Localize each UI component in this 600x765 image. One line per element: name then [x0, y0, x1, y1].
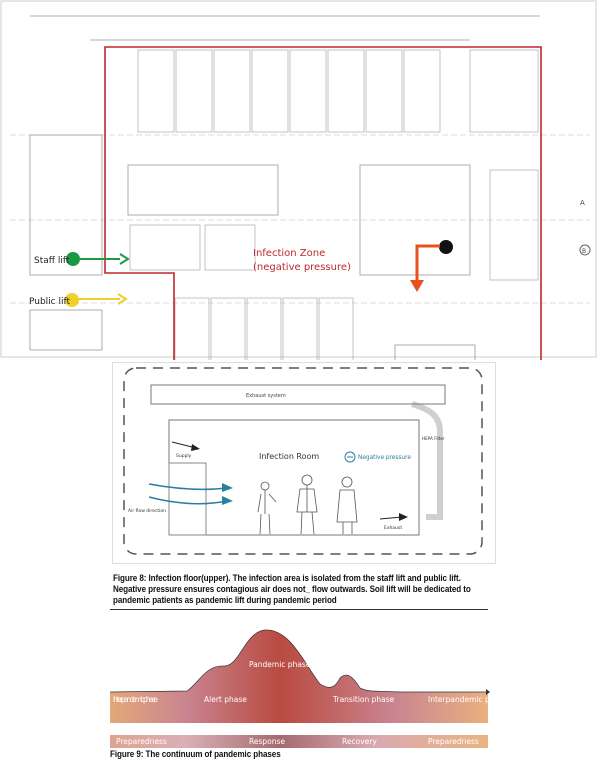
- room-outline: [251, 49, 289, 133]
- grid-marker-b: B: [582, 248, 586, 255]
- public-lift-label: Public lift: [29, 297, 71, 307]
- room-outline: [489, 169, 539, 281]
- soil-arrow-icon: [410, 280, 424, 292]
- negative-pressure-label: Negative pressure: [358, 455, 411, 461]
- stage-recovery: Recovery: [342, 737, 377, 746]
- room-outline: [469, 49, 539, 133]
- room-outline: [175, 49, 213, 133]
- staff-lift-marker: [66, 252, 80, 266]
- room-title: Infection Room: [259, 452, 319, 461]
- stage-band: [110, 735, 488, 748]
- hepa-filter-label: HEPA Filter: [422, 436, 445, 441]
- room-outline: [213, 49, 251, 133]
- exhaust-system-label: Exhaust system: [246, 393, 286, 399]
- room-outline: [129, 224, 201, 271]
- phase-curve: [110, 629, 488, 723]
- zone-label: Infection Zone: [253, 248, 325, 259]
- room-outline: [204, 224, 256, 271]
- phase-alert: Alert phase: [204, 695, 247, 704]
- floor-plan: Staff lift Public lift Infection Zone (n…: [0, 0, 598, 408]
- soil-lift-marker: [439, 240, 453, 254]
- room-outline: [365, 49, 403, 133]
- staff-lift-label: Staff lift: [34, 256, 70, 266]
- phase-interpandemic-2: Interpandemic phase: [428, 695, 508, 704]
- people-illustration: [257, 474, 358, 535]
- figure8-caption: Figure 8: Infection floor(upper). The in…: [113, 573, 471, 605]
- room-outline: [289, 49, 327, 133]
- stage-response: Response: [249, 737, 285, 746]
- phase-interpandemic-1: Interpandemic phase: [113, 695, 158, 704]
- infection-room-diagram: Exhaust system Infection Room Negative p…: [112, 362, 496, 564]
- phase-pandemic: Pandemic phase: [249, 660, 311, 669]
- public-lift-marker: [65, 293, 79, 307]
- phase-transition: Transition phase: [332, 695, 395, 704]
- zone-sub-label: (negative pressure): [253, 262, 351, 273]
- figure9-caption: Figure 9: The continuum of pandemic phas…: [110, 749, 281, 759]
- public-arrow-icon: [117, 293, 128, 305]
- divider: [110, 609, 488, 610]
- room-outline: [327, 49, 365, 133]
- room-outline: [137, 49, 175, 133]
- exhaust-label: Exhaust: [384, 525, 402, 531]
- air-flow-label: Air flow direction: [128, 508, 166, 514]
- stage-preparedness-1: Preparedness: [116, 737, 167, 746]
- stage-preparedness-2: Preparedness: [428, 737, 479, 746]
- supply-label: Supply: [176, 453, 192, 459]
- room-outline: [403, 49, 441, 133]
- pandemic-phases-diagram: Interpandemic phase Alert phase Pandemic…: [0, 620, 600, 760]
- staff-arrow-icon: [119, 253, 130, 265]
- grid-marker-a: A: [580, 199, 585, 207]
